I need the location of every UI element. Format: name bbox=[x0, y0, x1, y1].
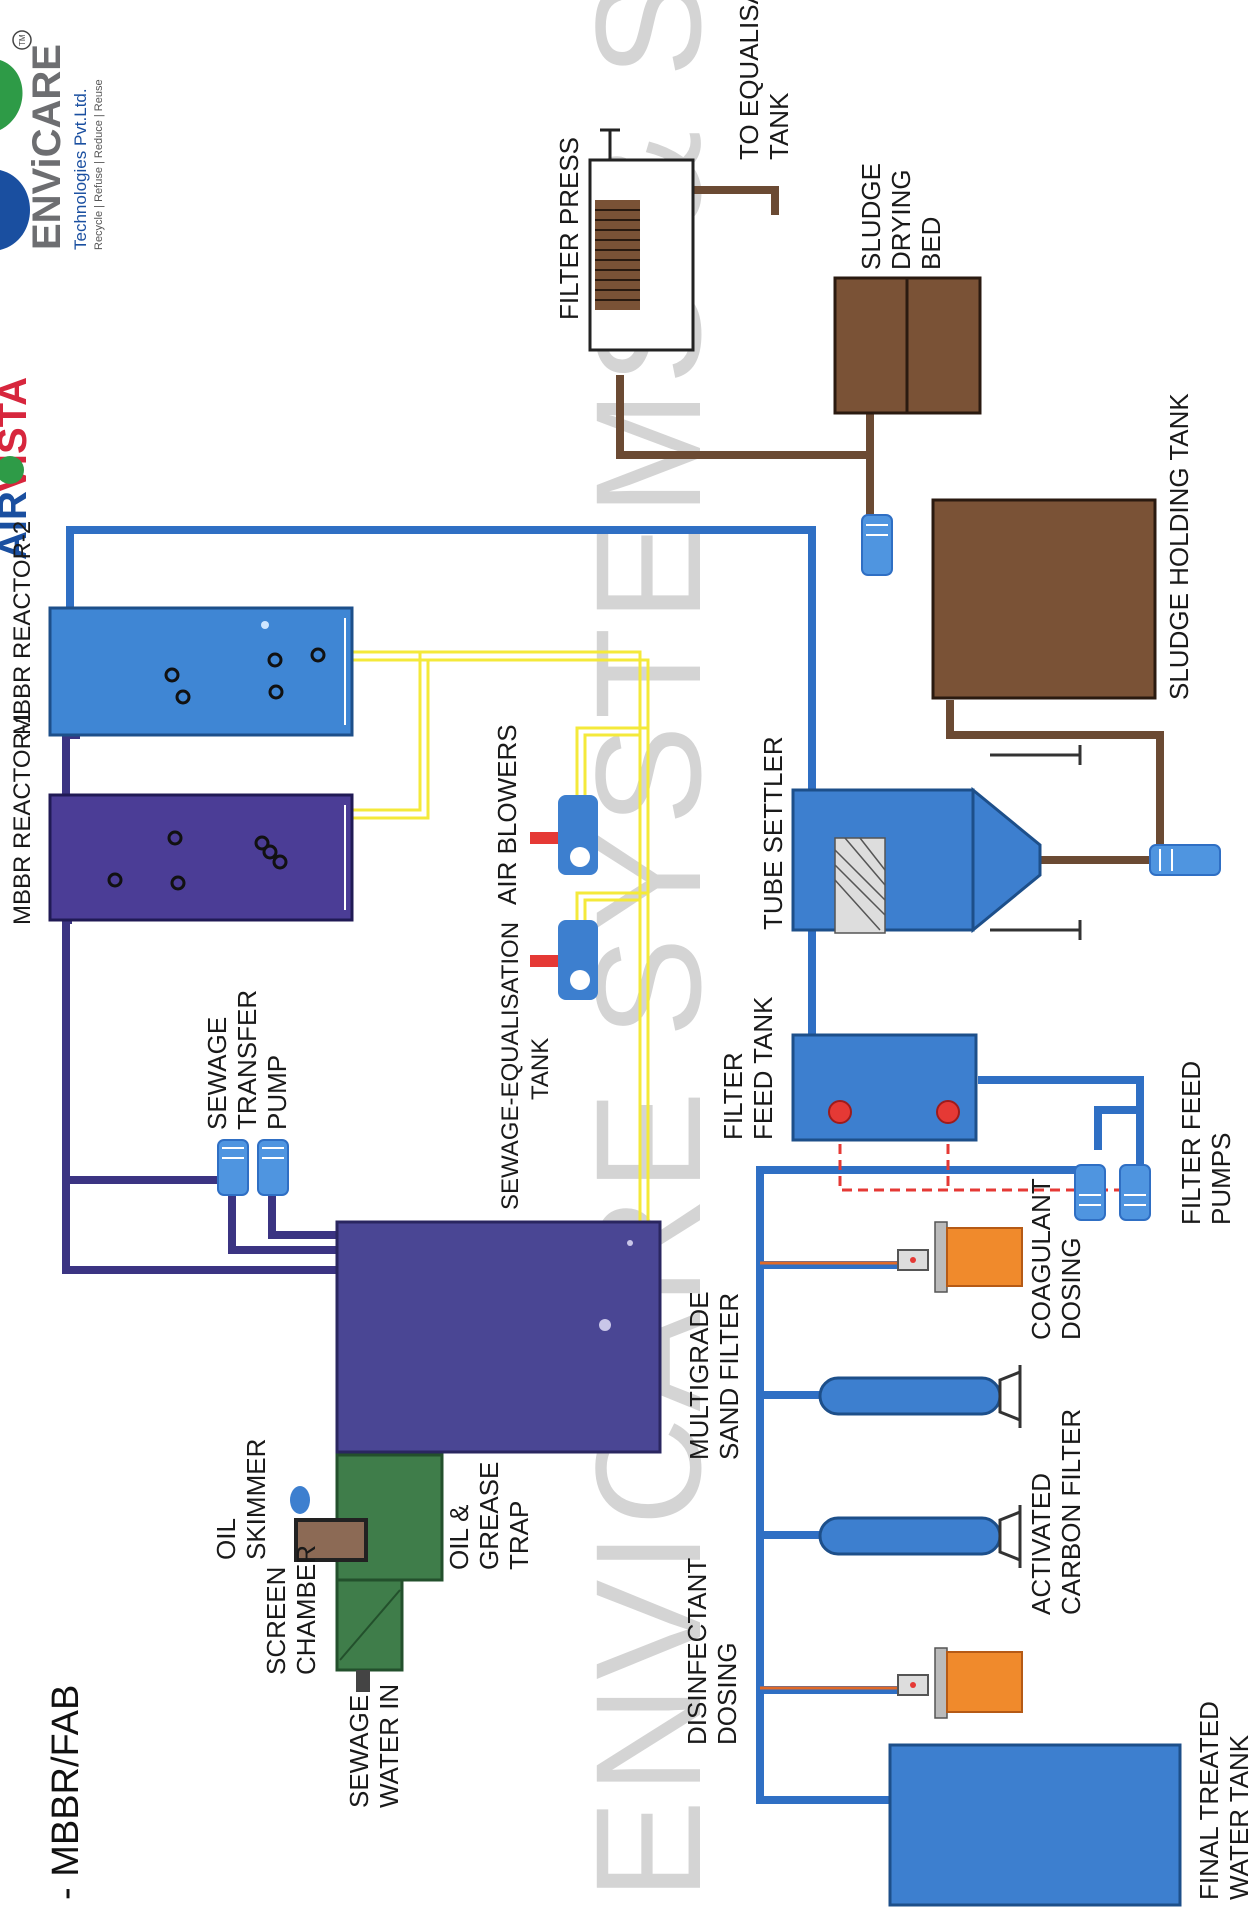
svg-text:TM: TM bbox=[18, 34, 27, 46]
brand-leaf-green-icon bbox=[0, 60, 23, 130]
label-sewage-equalisation-tank: SEWAGE-EQUALISATION TANK bbox=[497, 915, 554, 1210]
label-sewage-water-in: SEWAGE WATER IN bbox=[344, 1684, 404, 1808]
disinfectant-dosing-unit bbox=[897, 1647, 1023, 1719]
label-filter-feed-tank: FILTER FEED TANK bbox=[718, 996, 778, 1140]
media-carriers bbox=[107, 830, 288, 891]
label-sludge-drying-bed: SLUDGE DRYING BED bbox=[856, 156, 946, 270]
final-treated-water-tank bbox=[888, 1743, 1182, 1907]
sludge-pipes bbox=[616, 186, 1164, 864]
screen-bar bbox=[339, 1589, 401, 1661]
multigrade-sand-filter bbox=[818, 1365, 1022, 1428]
label-coagulant-dosing: COAGULANT DOSING bbox=[1026, 1171, 1086, 1340]
sewage-transfer-pumps bbox=[217, 1139, 289, 1196]
filter-feed-tank bbox=[791, 1033, 978, 1142]
company-name: ENViCARE bbox=[25, 44, 69, 250]
brand-leaf-icon bbox=[0, 170, 30, 250]
trademark-badge bbox=[12, 30, 32, 50]
label-screen-chamber: SCREEN CHAMBER bbox=[261, 1545, 321, 1675]
sewage-equalisation-tank bbox=[335, 1220, 662, 1454]
activated-carbon-filter bbox=[818, 1505, 1022, 1568]
bubble-icon bbox=[261, 621, 269, 629]
sludge-recirculation-pump bbox=[1149, 844, 1221, 876]
clean-water-pipes bbox=[66, 526, 1144, 1804]
media-carriers bbox=[164, 647, 326, 705]
sludge-transfer-pump bbox=[861, 514, 893, 576]
skimmer-motor-icon bbox=[290, 1486, 310, 1514]
company-tagline: Recycle | Refuse | Reduce | Reuse bbox=[93, 79, 105, 250]
label-filter-feed-pumps: FILTER FEED PUMPS bbox=[1176, 1054, 1236, 1225]
sludge-drying-bed bbox=[833, 276, 982, 415]
brand-name: AIRVISTA bbox=[0, 377, 35, 560]
mbbr-reactor-2 bbox=[48, 606, 354, 737]
equipment-labels: SEWAGE WATER IN SCREEN CHAMBER OIL SKIMM… bbox=[9, 0, 1254, 1900]
filter-press bbox=[588, 128, 695, 352]
label-air-blowers: AIR BLOWERS bbox=[492, 724, 522, 905]
bubble-icon bbox=[599, 1319, 611, 1331]
company-subtitle: Technologies Pvt.Ltd. bbox=[71, 88, 90, 250]
dosing-lines bbox=[760, 1261, 900, 1690]
label-to-equalisation-tank: TO EQUALISATION TANK bbox=[734, 0, 794, 160]
level-sensor-icon bbox=[936, 1100, 960, 1124]
sludge-holding-tank bbox=[931, 498, 1157, 700]
label-multigrade-sand-filter: MULTIGRADE SAND FILTER bbox=[684, 1284, 744, 1460]
label-oil-grease-trap: OIL & GREASE TRAP bbox=[444, 1454, 534, 1570]
label-mbbr-reactor-2: MBBR REACTOR-2 bbox=[9, 521, 36, 735]
bubble-icon bbox=[627, 1240, 633, 1246]
sewage-inlet-pipe bbox=[356, 1670, 370, 1692]
tube-settler bbox=[791, 745, 1082, 940]
label-sludge-holding-tank: SLUDGE HOLDING TANK bbox=[1164, 393, 1194, 700]
coagulant-dosing-unit bbox=[897, 1221, 1023, 1293]
mbbr-reactor-1 bbox=[48, 793, 354, 922]
brand-header: AIRVISTA ENViCARE Technologies Pvt.Ltd. … bbox=[0, 30, 105, 560]
label-oil-skimmer: OIL SKIMMER bbox=[211, 1439, 271, 1560]
label-tube-settler: TUBE SETTLER bbox=[758, 736, 788, 930]
oil-skimmer bbox=[294, 1518, 368, 1562]
label-filter-press: FILTER PRESS bbox=[554, 137, 584, 320]
air-blower bbox=[530, 795, 598, 875]
brand-logo-icon bbox=[0, 456, 24, 484]
label-disinfectant-dosing: DISINFECTANT DOSING bbox=[682, 1551, 742, 1745]
page-title: - MBBR/FAB bbox=[45, 1685, 87, 1900]
level-sensor-icon bbox=[828, 1100, 852, 1124]
air-lines bbox=[352, 650, 650, 1450]
label-mbbr-reactor-1: MBBR REACTOR-1 bbox=[9, 711, 36, 925]
label-activated-carbon-filter: ACTIVATED CARBON FILTER bbox=[1026, 1409, 1086, 1615]
filter-feed-pumps bbox=[1074, 1164, 1151, 1221]
label-final-treated-water-tank: FINAL TREATED WATER TANK bbox=[1194, 1694, 1254, 1900]
air-blower bbox=[530, 920, 598, 1000]
label-sewage-transfer-pump: SEWAGE TRANSFER PUMP bbox=[202, 983, 292, 1130]
